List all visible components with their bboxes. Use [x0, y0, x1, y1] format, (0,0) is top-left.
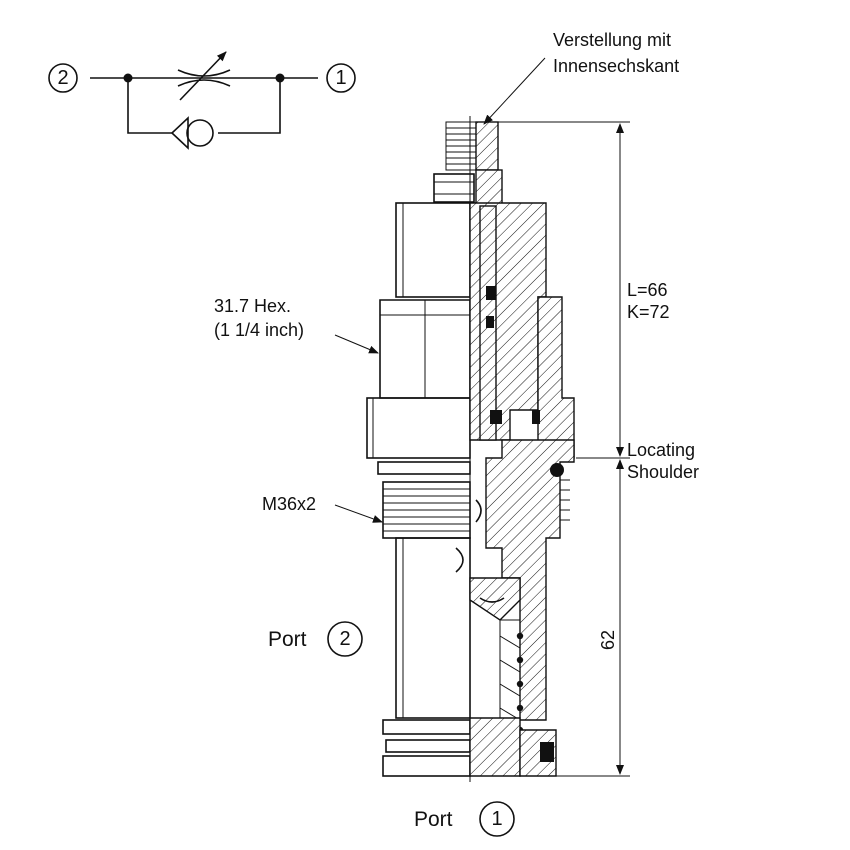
dimension-lines — [498, 121, 630, 777]
port2-circle — [327, 621, 363, 657]
length-label-line2: K=72 — [627, 302, 670, 322]
port1-number: 1 — [491, 808, 502, 830]
thread-label: M36x2 — [262, 494, 316, 514]
cartridge-section — [455, 116, 575, 782]
adjust-label-line2: Innensechskant — [553, 56, 679, 76]
arrow-icon — [483, 57, 546, 125]
port2-label: Port — [268, 628, 307, 651]
needle-valve-symbol — [177, 51, 231, 101]
symbol-port-2-circle — [48, 63, 78, 93]
leader-lines — [334, 57, 546, 523]
symbol-port-1-label: 1 — [335, 67, 346, 89]
arrow-icon — [334, 334, 379, 354]
lower-dimension-label: 62 — [598, 630, 618, 650]
port1-label: Port — [414, 808, 453, 831]
shoulder-label-line2: Shoulder — [627, 462, 699, 482]
length-label-line1: L=66 — [627, 280, 668, 300]
shoulder-label-line1: Locating — [627, 440, 695, 460]
cartridge-exterior — [366, 121, 477, 777]
check-valve-symbol — [171, 116, 218, 150]
hydraulic-symbol: 2 1 — [48, 51, 356, 150]
arrow-icon — [334, 504, 383, 523]
hex-label-line2: (1 1/4 inch) — [214, 320, 304, 340]
symbol-port-2-label: 2 — [57, 67, 68, 89]
symbol-port-1-circle — [326, 63, 356, 93]
hex-label-line1: 31.7 Hex. — [214, 296, 291, 316]
port2-number: 2 — [339, 628, 350, 650]
adjust-label-line1: Verstellung mit — [553, 30, 671, 50]
port1-circle — [479, 801, 515, 837]
